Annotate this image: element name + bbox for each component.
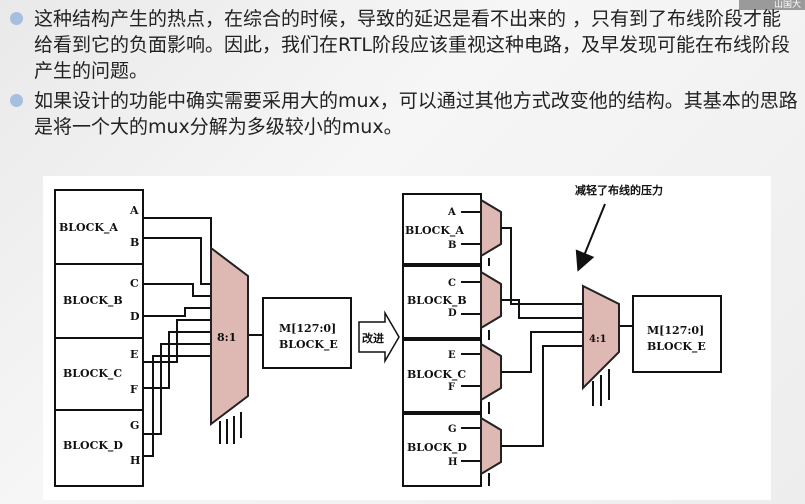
port-g-right-label: G [448,424,457,435]
block-a-label: BLOCK_A [59,221,118,235]
block-d-right [402,413,482,487]
bullet-dot-icon [10,12,23,25]
port-h-label: H [130,454,140,467]
block-b [54,263,144,339]
left-wires [143,217,263,457]
bullet-text-1: 这种结构产生的热点，在综合的时候，导致的延迟是看不出来的 ，只有到了布线阶段才能… [34,8,791,82]
block-b-label: BLOCK_B [63,294,123,308]
bullet-item-1: 这种结构产生的热点，在综合的时候，导致的延迟是看不出来的 ，只有到了布线阶段才能… [8,6,798,84]
block-d-right-label: BLOCK_D [407,441,467,455]
output-left-line1: M[127:0] [279,322,336,335]
block-a-right [402,193,482,265]
port-a-right-label: A [447,207,456,218]
mux-8to1-label: 8:1 [217,331,236,344]
bullet-dot-icon [10,94,23,107]
right-block-stack: BLOCK_A BLOCK_B BLOCK_C BLOCK_D A B C D … [402,193,482,487]
bullet-list: 这种结构产生的热点，在综合的时候，导致的延迟是看不出来的 ，只有到了布线阶段才能… [8,6,798,144]
mux-2to1-a [480,198,502,258]
mux-4to1 [582,284,620,391]
improve-arrow-icon [358,310,400,364]
block-a [54,189,144,265]
right-mid-wires [501,227,633,447]
port-f-label: F [130,383,138,396]
output-right-line2: BLOCK_E [647,340,706,354]
diagram-panel: BLOCK_A BLOCK_B BLOCK_C BLOCK_D A B C D … [43,176,771,500]
block-b-right [402,265,482,339]
block-c-right [402,339,482,413]
annotation-arrow-icon [575,203,606,272]
port-d-right-label: D [448,308,457,319]
block-c-right-label: BLOCK_C [407,368,466,382]
port-e-right-label: E [448,350,456,361]
port-b-right-label: B [448,240,456,251]
bullet-item-2: 如果设计的功能中确实需要采用大的mux，可以通过其他方式改变他的结构。其基本的思… [8,88,798,140]
port-h-right-label: H [448,457,457,468]
mux-diagram: BLOCK_A BLOCK_B BLOCK_C BLOCK_D A B C D … [54,183,722,487]
port-g-label: G [130,419,139,432]
mux-2to1-d [480,416,502,476]
port-c-label: C [130,277,139,290]
block-b-right-label: BLOCK_B [407,294,467,308]
output-block-left [262,297,352,369]
annotation-text: 减轻了布线的压力 [575,183,663,197]
right-small-wires [461,211,490,486]
port-f-right-label: F [448,382,455,393]
port-c-right-label: C [448,278,456,289]
block-a-right-label: BLOCK_A [405,224,464,238]
port-a-label: A [129,204,139,217]
mux-8to1 [210,245,249,427]
improve-arrow-label: 改进 [362,331,384,345]
output-block-right [632,295,722,373]
output-left-line2: BLOCK_E [279,338,338,352]
corner-logo: 山国大 [739,0,805,10]
mux-2to1-b [480,270,502,330]
block-c-label: BLOCK_C [63,367,122,381]
port-e-label: E [130,348,138,361]
block-d-label: BLOCK_D [63,439,123,453]
mux-2to1-c [480,342,502,402]
left-block-stack: BLOCK_A BLOCK_B BLOCK_C BLOCK_D A B C D … [54,189,144,487]
mux-4to1-label: 4:1 [589,334,607,345]
port-d-label: D [130,310,140,323]
bullet-text-2: 如果设计的功能中确实需要采用大的mux，可以通过其他方式改变他的结构。其基本的思… [34,90,798,138]
block-d [54,409,144,487]
port-b-label: B [130,236,139,249]
output-right-line1: M[127:0] [647,324,704,337]
